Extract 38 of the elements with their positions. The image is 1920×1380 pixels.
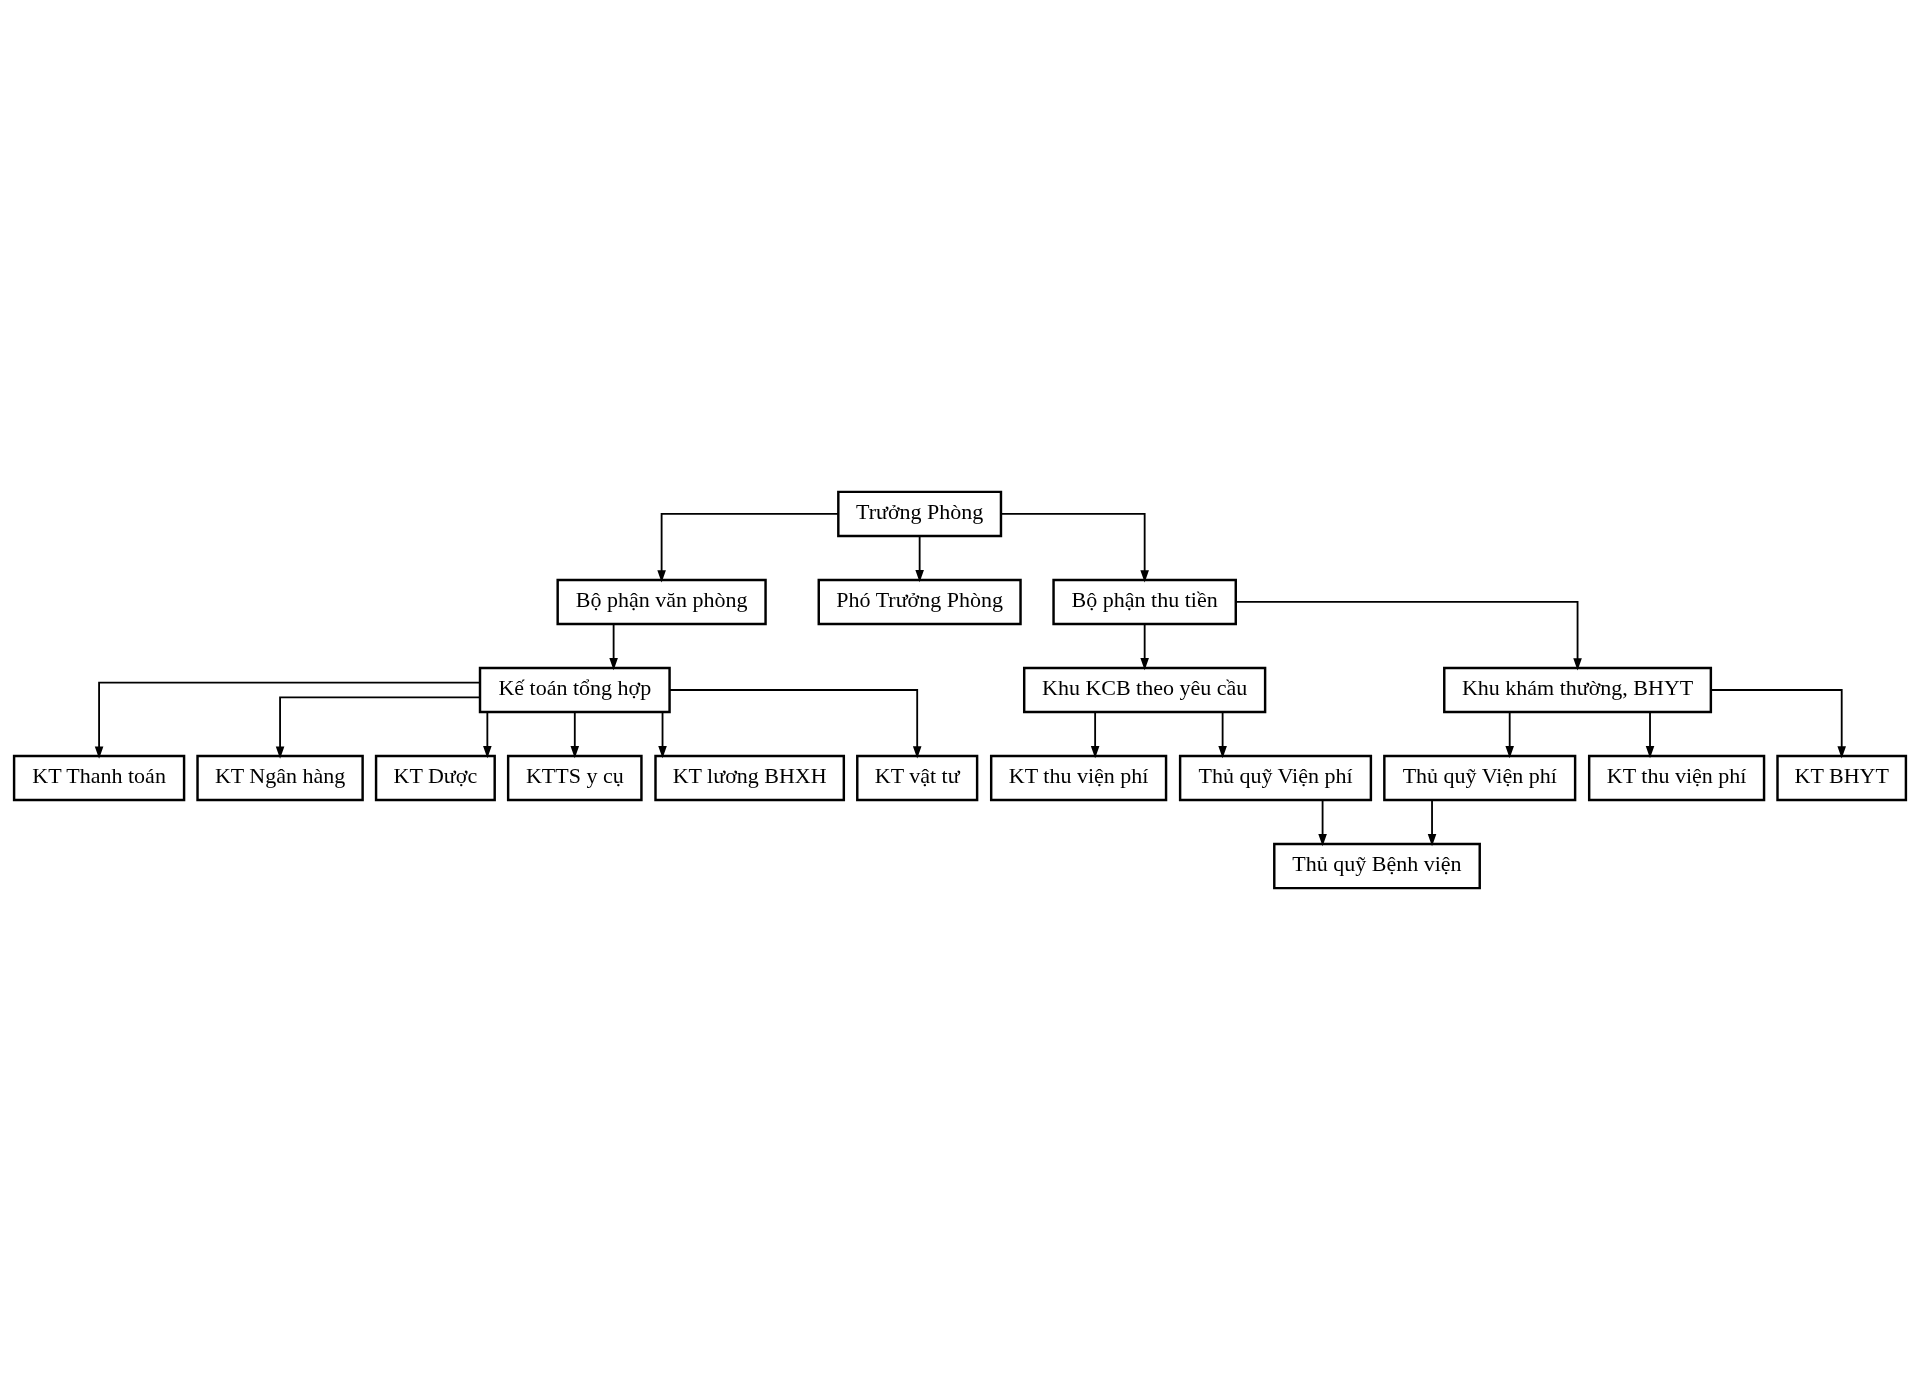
arrow [1505, 711, 1514, 759]
arrow [1090, 711, 1100, 759]
node-box: Kế toán tổng hợp [478, 666, 671, 714]
node-box: Bộ phận văn phòng [556, 578, 767, 626]
node-box: KT thu viện phí [1587, 754, 1766, 802]
node-box: Trưởng Phòng [837, 490, 1003, 538]
node-box: KT BHYT [1776, 754, 1908, 802]
arrow [1710, 689, 1846, 759]
node-box: KT Dược [374, 754, 496, 802]
arrow [1427, 799, 1437, 847]
arrow [915, 535, 924, 583]
arrow [1000, 513, 1149, 583]
arrow [275, 696, 481, 759]
node-box: Thủ quỹ Viện phí [1178, 754, 1373, 802]
arrow [570, 711, 580, 759]
arrow [94, 681, 481, 759]
node-box: KT thu viện phí [989, 754, 1168, 802]
node-box: Thủ quỹ Viện phí [1383, 754, 1577, 802]
node-box: Khu KCB theo yêu cầu [1022, 666, 1267, 714]
arrow [1218, 711, 1227, 759]
arrow [657, 513, 839, 583]
arrow [1235, 601, 1582, 671]
arrow [1318, 799, 1327, 847]
node-box: Bộ phận thu tiền [1052, 578, 1237, 626]
node-box: KT Ngân hàng [196, 754, 364, 802]
arrow [668, 689, 922, 759]
node-box: KTTS y cụ [506, 754, 643, 802]
node-box: KT Thanh toán [12, 754, 186, 802]
arrow [1645, 711, 1655, 759]
arrow [658, 711, 667, 759]
node-box: Thủ quỹ Bệnh viện [1273, 842, 1481, 890]
arrow [1140, 623, 1149, 671]
node-box: Khu khám thường, BHYT [1443, 666, 1713, 714]
arrow [483, 711, 492, 759]
node-box: KT lương BHXH [654, 754, 846, 802]
node-box: KT vật tư [856, 754, 979, 802]
node-box: Phó Trưởng Phòng [817, 578, 1022, 626]
arrow [609, 623, 618, 671]
